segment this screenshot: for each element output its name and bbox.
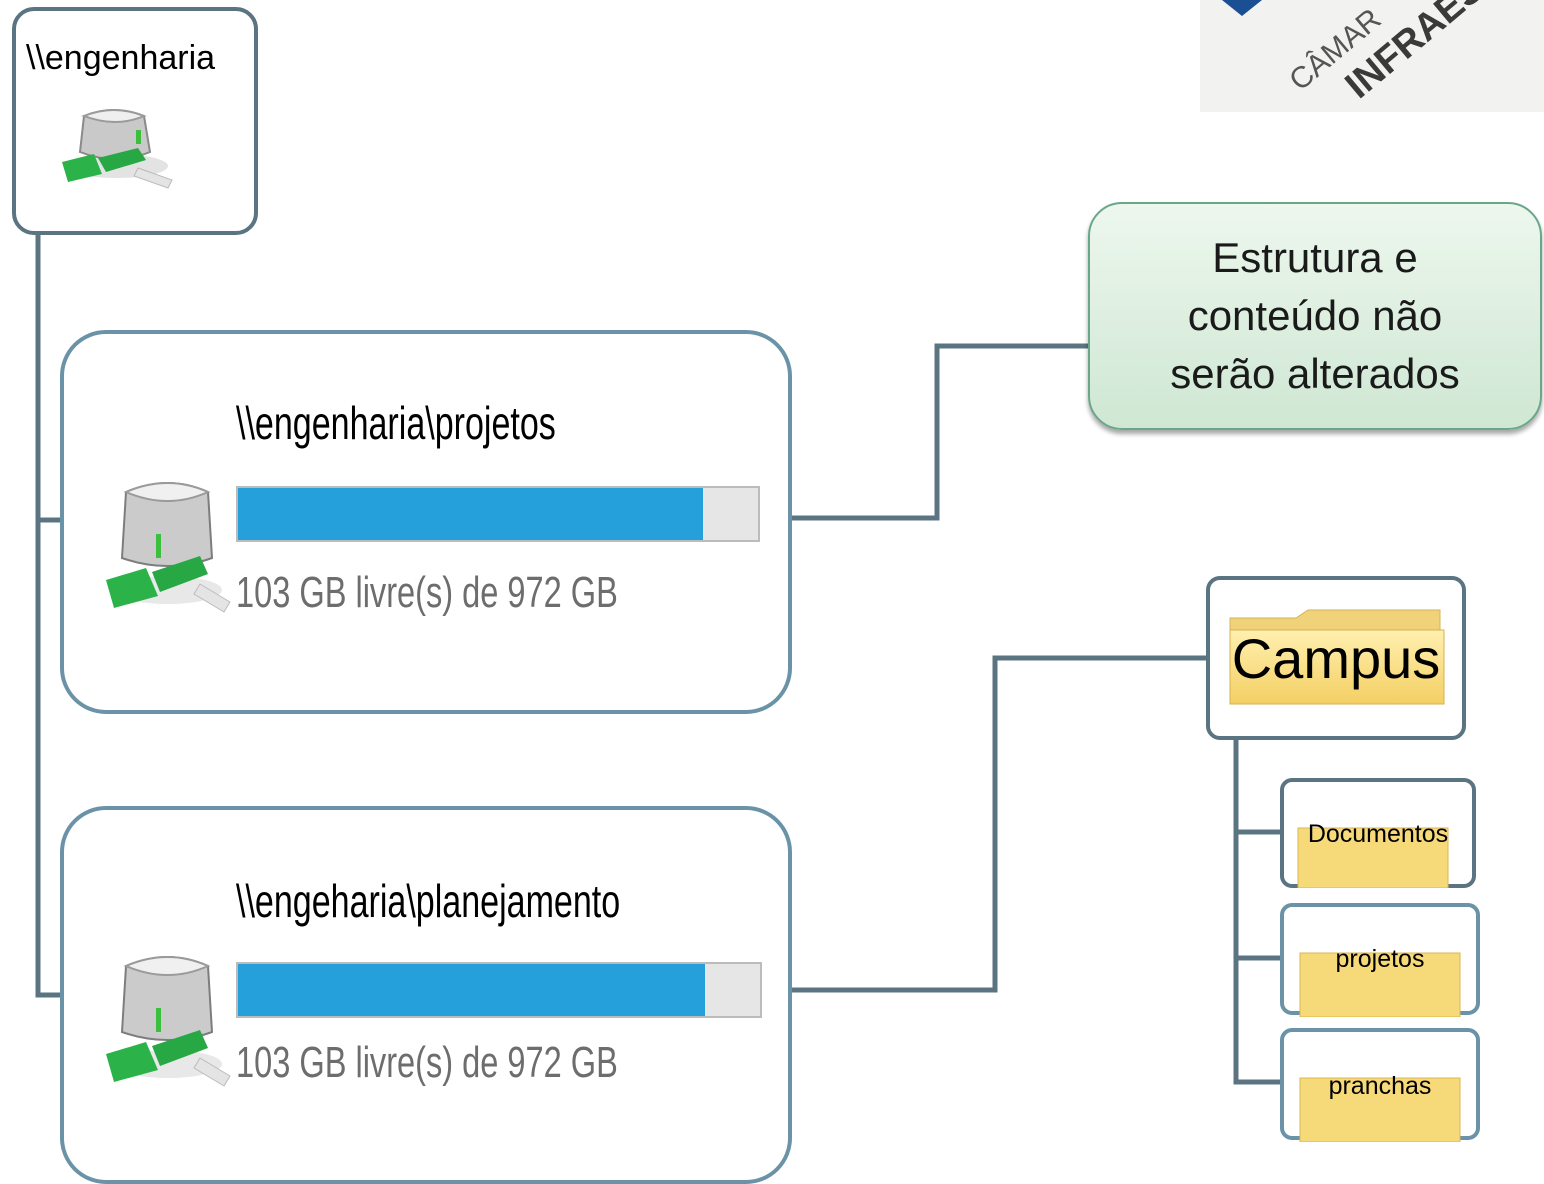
subfolder-label: pranchas bbox=[1328, 1072, 1432, 1100]
subfolder-label: Documentos bbox=[1307, 820, 1449, 848]
callout-line-3: serão alterados bbox=[1170, 350, 1460, 397]
subfolder-label: projetos bbox=[1335, 945, 1425, 973]
network-drive-icon bbox=[106, 482, 231, 613]
storage-caption: 103 GB livre(s) de 972 GB bbox=[236, 568, 618, 617]
share1-to-callout-line bbox=[786, 343, 1090, 521]
callout-note: Estrutura e conteúdo não serão alterados bbox=[1088, 202, 1542, 430]
callout-line-2: conteúdo não bbox=[1187, 292, 1443, 339]
storage-usage-fill bbox=[238, 488, 703, 540]
storage-caption: 103 GB livre(s) de 972 GB bbox=[236, 1038, 618, 1087]
subfolder-documentos[interactable]: Documentos bbox=[1280, 778, 1476, 888]
share-title: \\engenharia\projetos bbox=[236, 397, 556, 449]
campus-folder-node[interactable]: Campus bbox=[1206, 576, 1466, 740]
subfolder-pranchas[interactable]: pranchas bbox=[1280, 1028, 1480, 1142]
network-drive-icon bbox=[106, 956, 231, 1087]
folder-icon bbox=[1299, 1077, 1461, 1142]
storage-usage-bar bbox=[236, 962, 762, 1018]
root-trunk-line bbox=[35, 235, 62, 998]
campus-label: Campus bbox=[1231, 627, 1441, 690]
folder-icon bbox=[1229, 609, 1445, 705]
share-title: \\engeharia\planejamento bbox=[236, 875, 621, 927]
callout-text: Estrutura e conteúdo não serão alterados bbox=[1170, 229, 1460, 403]
subfolder-projetos[interactable]: projetos bbox=[1280, 903, 1480, 1017]
folder-icon bbox=[1299, 952, 1461, 1017]
storage-usage-bar bbox=[236, 486, 760, 542]
share2-to-campus-line bbox=[786, 655, 1208, 993]
share-planejamento-node[interactable]: \\engeharia\planejamento 103 GB livre(s)… bbox=[60, 806, 792, 1184]
storage-usage-fill bbox=[238, 964, 705, 1016]
camara-infraestrutura-logo: CÂMAR INFRAES bbox=[1200, 0, 1544, 112]
share-projetos-node[interactable]: \\engenharia\projetos 103 GB livre(s) de… bbox=[60, 330, 792, 714]
network-drive-icon bbox=[62, 109, 173, 189]
callout-line-1: Estrutura e bbox=[1212, 234, 1418, 281]
campus-trunk-line bbox=[1233, 740, 1284, 1085]
root-server-node[interactable]: \\engenharia bbox=[12, 7, 258, 235]
root-server-label: \\engenharia bbox=[26, 39, 216, 77]
folder-icon bbox=[1297, 827, 1449, 888]
